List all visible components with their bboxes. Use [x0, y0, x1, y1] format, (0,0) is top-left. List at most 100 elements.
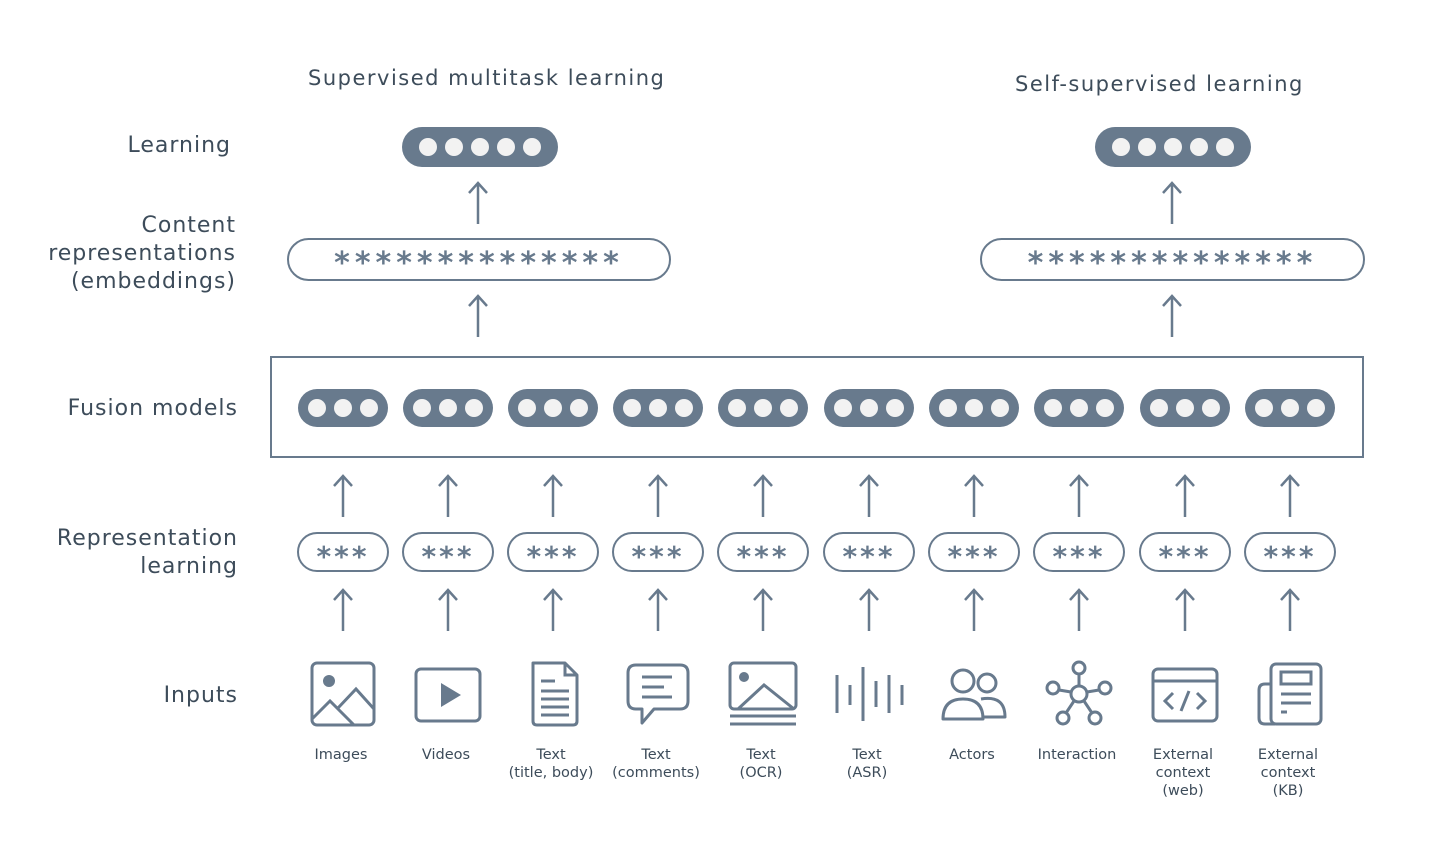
comment-bubble-icon [626, 663, 690, 725]
representation-pill: *** [928, 532, 1020, 573]
fusion-model-pill [718, 389, 808, 427]
input-label: Text (ASR) [846, 747, 888, 781]
video-play-icon [414, 667, 482, 723]
supervised-embedding: ************** [287, 238, 671, 281]
representation-asterisks: *** [631, 539, 685, 573]
row-label-fusion-models: Fusion models [67, 396, 238, 421]
fusion-dot [360, 399, 378, 417]
arrow-up-icon [648, 474, 668, 517]
people-icon [941, 668, 1007, 721]
fusion-dot [728, 399, 746, 417]
embedding-asterisks: ************** [1027, 246, 1318, 281]
arrow-up-icon [333, 588, 353, 631]
fusion-dot [1070, 399, 1088, 417]
representation-asterisks: *** [736, 539, 790, 573]
audio-waveform-icon [835, 667, 904, 721]
fusion-dot [1096, 399, 1114, 417]
arrow-up-icon [1069, 588, 1089, 631]
fusion-dot [860, 399, 878, 417]
newspaper-icon [1257, 662, 1323, 726]
fusion-dot [675, 399, 693, 417]
supervised-learning-title: Supervised multitask learning [308, 66, 666, 90]
fusion-dot [1281, 399, 1299, 417]
fusion-dot [544, 399, 562, 417]
representation-asterisks: *** [526, 539, 580, 573]
output-dot [1164, 138, 1182, 156]
arrow-up-icon [1175, 588, 1195, 631]
arrow-up-icon [1162, 181, 1182, 224]
fusion-dot [465, 399, 483, 417]
output-dot [1112, 138, 1130, 156]
fusion-dot [754, 399, 772, 417]
embedding-asterisks: ************** [334, 246, 624, 281]
representation-asterisks: *** [947, 539, 1001, 573]
input-label: External context (KB) [1257, 747, 1319, 799]
representation-pill: *** [823, 532, 915, 573]
fusion-dot [1150, 399, 1168, 417]
fusion-dot [1255, 399, 1273, 417]
output-dot [419, 138, 437, 156]
fusion-dot [308, 399, 326, 417]
arrow-up-icon [543, 588, 563, 631]
code-browser-icon [1151, 667, 1219, 723]
representation-pill: *** [507, 532, 599, 573]
row-label-representation-learning: Representation learning [56, 526, 238, 579]
representation-asterisks: *** [1158, 539, 1212, 573]
arrow-up-icon [1280, 474, 1300, 517]
output-dot [1138, 138, 1156, 156]
input-label: Actors [949, 747, 995, 763]
arrow-up-icon [1175, 474, 1195, 517]
representation-pill: *** [612, 532, 704, 573]
fusion-model-pill [1140, 389, 1230, 427]
network-graph-icon [1045, 660, 1113, 726]
fusion-model-pill [403, 389, 493, 427]
fusion-model-pill [1034, 389, 1124, 427]
input-label: Text (title, body) [508, 747, 594, 781]
row-label-content-representations: Content representations (embeddings) [48, 213, 236, 294]
fusion-model-pill [508, 389, 598, 427]
representation-pill: *** [1139, 532, 1231, 573]
arrow-up-icon [333, 474, 353, 517]
fusion-dot [991, 399, 1009, 417]
arrow-up-icon [964, 588, 984, 631]
output-dot [471, 138, 489, 156]
fusion-dot [439, 399, 457, 417]
representation-pill: *** [1033, 532, 1125, 573]
arrow-up-icon [468, 181, 488, 224]
fusion-model-pill [298, 389, 388, 427]
self-supervised-embedding: ************** [980, 238, 1365, 281]
representation-asterisks: *** [1052, 539, 1106, 573]
document-icon [531, 661, 579, 727]
fusion-dot [334, 399, 352, 417]
arrow-up-icon [438, 588, 458, 631]
fusion-dot [939, 399, 957, 417]
supervised-learning-head [402, 127, 558, 167]
input-label: Interaction [1037, 747, 1117, 763]
input-label: Text (comments) [612, 747, 700, 781]
fusion-dot [649, 399, 667, 417]
fusion-dot [1176, 399, 1194, 417]
representation-pill: *** [717, 532, 809, 573]
representation-pill: *** [402, 532, 494, 573]
fusion-dot [780, 399, 798, 417]
arrow-up-icon [964, 474, 984, 517]
arrow-up-icon [859, 474, 879, 517]
representation-asterisks: *** [316, 539, 370, 573]
arrow-up-icon [648, 588, 668, 631]
fusion-model-pill [929, 389, 1019, 427]
arrow-up-icon [543, 474, 563, 517]
arrow-up-icon [1069, 474, 1089, 517]
output-dot [445, 138, 463, 156]
self-supervised-learning-head [1095, 127, 1251, 167]
input-label: Text (OCR) [739, 747, 783, 781]
arrow-up-icon [1280, 588, 1300, 631]
fusion-dot [1307, 399, 1325, 417]
fusion-dot [413, 399, 431, 417]
fusion-models-box [270, 356, 1364, 458]
self-supervised-learning-title: Self-supervised learning [1015, 72, 1304, 96]
output-dot [1216, 138, 1234, 156]
fusion-dot [570, 399, 588, 417]
output-dot [497, 138, 515, 156]
image-with-caption-icon [728, 661, 798, 726]
fusion-dot [1044, 399, 1062, 417]
